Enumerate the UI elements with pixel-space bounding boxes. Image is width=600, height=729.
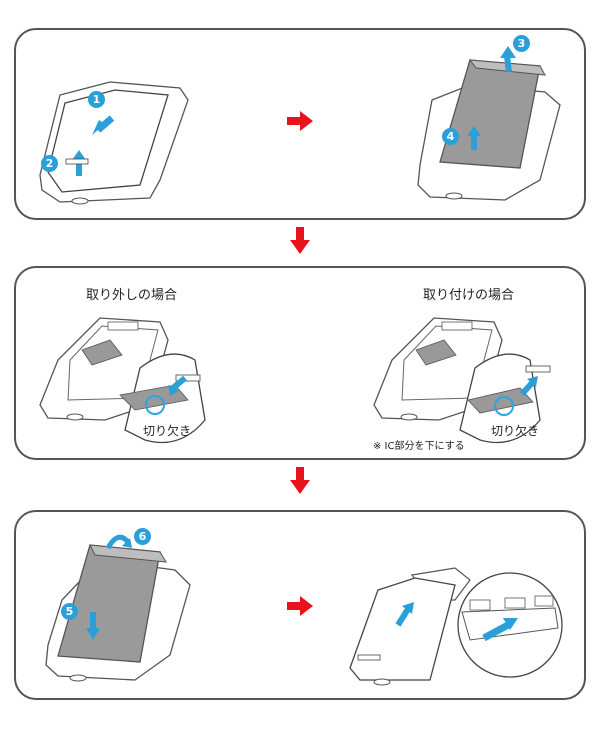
step-badge-6: 6	[134, 528, 151, 545]
sim-attach-illustration	[373, 317, 551, 444]
step-badge-5: 5	[61, 603, 78, 620]
next-arrow-right-1	[287, 111, 313, 131]
step-badge-2: 2	[41, 155, 58, 172]
battery-insert-illustration	[45, 534, 191, 682]
sim-removal-illustration	[39, 317, 206, 444]
notch-highlight-right	[494, 396, 514, 416]
next-arrow-down-1	[290, 227, 310, 254]
device-battery-lift-illustration	[417, 46, 561, 201]
notch-label-right: 切り欠き	[491, 424, 540, 438]
cover-attach-illustration	[349, 567, 563, 686]
next-arrow-right-2	[287, 596, 313, 616]
step-badge-3: 3	[513, 35, 530, 52]
lift-up-arrow	[72, 150, 86, 160]
next-arrow-down-2	[290, 467, 310, 494]
device-with-cover-illustration	[39, 81, 189, 205]
notch-label-left: 切り欠き	[143, 424, 192, 438]
step-badge-1: 1	[88, 91, 105, 108]
ic-orientation-note: ※ IC部分を下にする	[373, 441, 465, 452]
removal-title: 取り外しの場合	[86, 288, 178, 303]
step-badge-4: 4	[442, 128, 459, 145]
notch-highlight-left	[145, 395, 165, 415]
attach-title: 取り付けの場合	[423, 288, 515, 303]
